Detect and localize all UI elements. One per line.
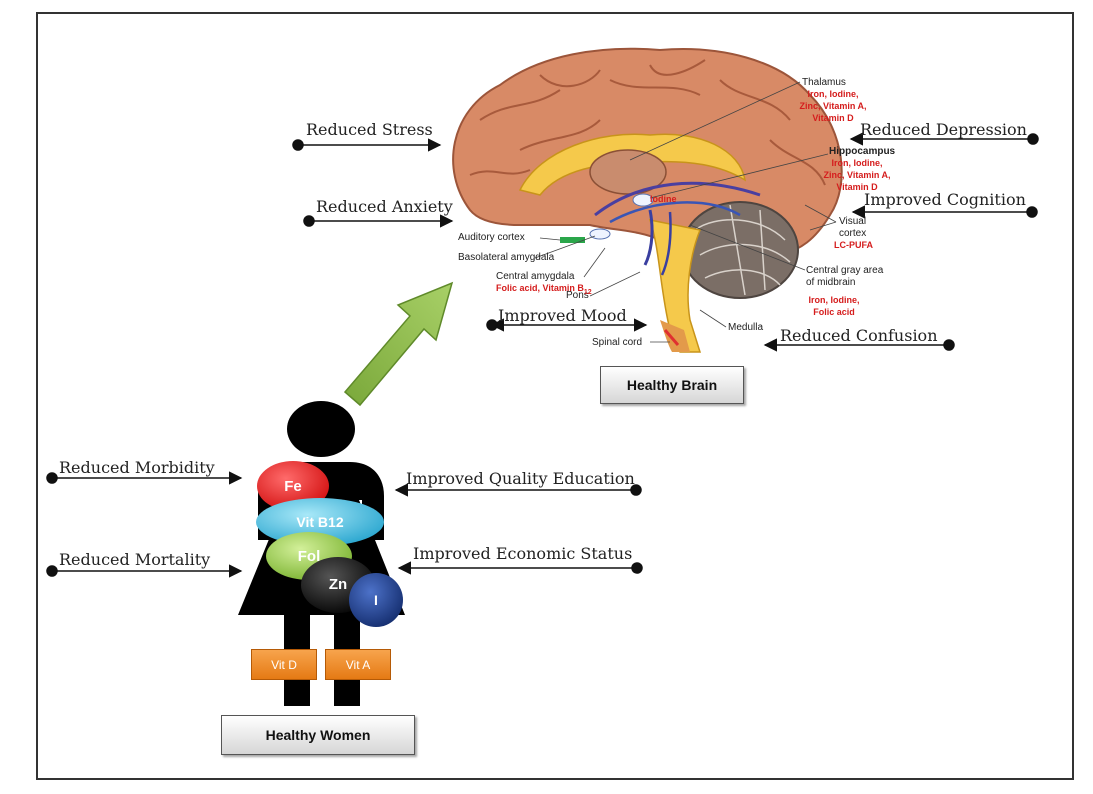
improved-mood-label: Improved Mood <box>498 306 627 325</box>
reduced-anxiety-label: Reduced Anxiety <box>316 197 453 216</box>
central-amygdala-label: Central amygdala <box>496 271 575 282</box>
visual-cortex-label-2: cortex <box>839 228 867 239</box>
fol-label: Fol <box>297 547 321 565</box>
green-arrow-icon <box>343 281 454 407</box>
iodine-circle <box>349 573 403 627</box>
central-gray-nutrients-1: Iron, Iodine, <box>808 295 860 305</box>
reduced-stress-label: Reduced Stress <box>306 120 433 139</box>
auditory-cortex-label: Auditory cortex <box>458 232 525 243</box>
thalamus-nutrients-2: Zinc, Vitamin A, <box>799 101 867 111</box>
pons-label: Pons <box>566 290 589 301</box>
brain-illustration <box>452 47 843 353</box>
central-gray-label-2: of midbrain <box>806 277 856 288</box>
iodine-brain-label: Iodine <box>650 194 677 204</box>
reduced-depression-label: Reduced Depression <box>860 120 1027 139</box>
medulla-label: Medulla <box>728 322 764 333</box>
improved-quality-education-label: Improved Quality Education <box>406 469 635 488</box>
spinal-cord-label: Spinal cord <box>592 337 643 348</box>
hippocampus-nutrients-2: Zinc, Vitamin A, <box>823 170 891 180</box>
label-arrows <box>46 132 1039 578</box>
healthy-brain-box: Healthy Brain <box>600 366 744 404</box>
basolateral-amygdala-label: Basolateral amygdala <box>458 252 555 263</box>
hippocampus-nutrients-3: Vitamin D <box>836 182 878 192</box>
iodine-label: I <box>374 592 378 608</box>
improved-economic-status-label: Improved Economic Status <box>413 544 633 563</box>
reduced-mortality-label: Reduced Mortality <box>59 550 211 569</box>
reduced-confusion-label: Reduced Confusion <box>780 326 938 345</box>
central-amygdala-nutrients: Folic acid, Vitamin B12 <box>496 283 592 296</box>
zn-label: Zn <box>328 575 348 593</box>
reduced-morbidity-label: Reduced Morbidity <box>59 458 215 477</box>
thalamus-label: Thalamus <box>802 77 846 88</box>
brain-leader-lines <box>534 81 837 343</box>
vit-b12-label: Vit B12 <box>296 514 344 530</box>
hippocampus-label: Hippocampus <box>829 146 896 157</box>
central-gray-nutrients-2: Folic acid <box>813 307 855 317</box>
healthy-women-box: Healthy Women <box>221 715 415 755</box>
vit-a-tag: Vit A <box>325 649 391 680</box>
visual-cortex-label-1: Visual <box>839 216 867 227</box>
thalamus-nutrients-1: Iron, Iodine, <box>807 89 859 99</box>
thalamus-nutrients-3: Vitamin D <box>812 113 854 123</box>
improved-cognition-label: Improved Cognition <box>864 190 1026 209</box>
fe-label: Fe <box>284 477 302 495</box>
central-gray-label-1: Central gray area <box>806 265 884 276</box>
vit-d-tag: Vit D <box>251 649 317 680</box>
vit-b12-oval <box>256 498 384 546</box>
figure-frame <box>36 12 1074 780</box>
visual-cortex-nutrients: LC-PUFA <box>834 240 873 250</box>
hippocampus-nutrients-1: Iron, Iodine, <box>831 158 883 168</box>
